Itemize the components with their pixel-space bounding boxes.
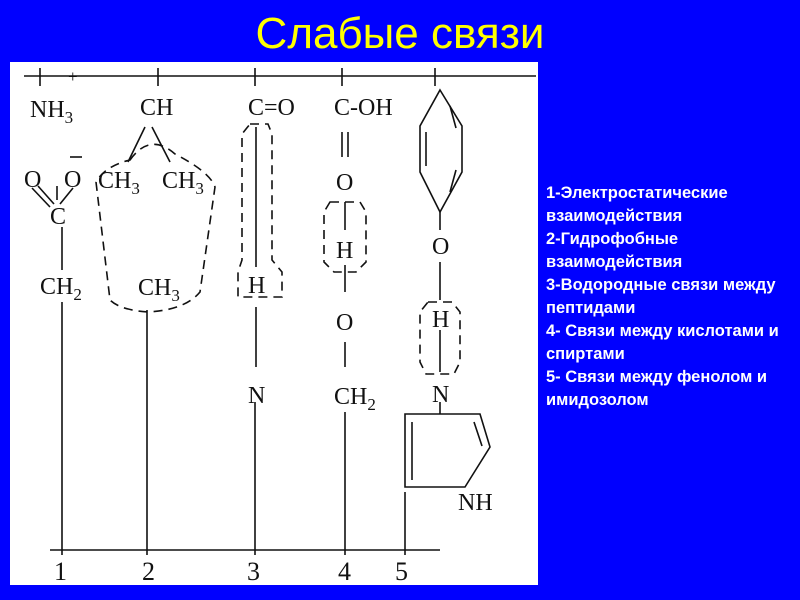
- col1-o-left: O: [24, 167, 41, 193]
- col5-ring-inner-a: [449, 105, 457, 129]
- col2-ch-right-bond: [151, 126, 171, 163]
- col1-c-label: C: [50, 204, 66, 230]
- bond-diagram: + NH3 O O C CH2 CH CH3 CH3 CH3 C=O H N: [10, 62, 538, 585]
- legend-item-4: 4- Связи между кислотами и спиртами: [546, 322, 779, 363]
- col3-hbond-outline: [237, 123, 283, 298]
- col5-imidazole-inner-b: [473, 421, 483, 447]
- column-number-1: 1: [54, 557, 67, 585]
- legend-item-2: 2-Гидрофобные взаимодействия: [546, 230, 683, 271]
- col4-h-label: H: [336, 238, 353, 264]
- col2-ch-label: CH: [140, 95, 173, 121]
- col1-bonds: [31, 156, 82, 270]
- col1-o-right: O: [64, 167, 81, 193]
- legend-item-5: 5- Связи между фенолом и имидозолом: [546, 368, 768, 409]
- col4-o-bottom-label: O: [336, 310, 353, 336]
- col4-c-oh-label: C-OH: [334, 95, 393, 121]
- col1-plus-charge: +: [68, 67, 78, 86]
- col2-bonds: [127, 126, 171, 163]
- col5-bonds: [404, 88, 491, 488]
- col2-ch3-right: CH3: [162, 168, 204, 198]
- col1-double-bond-a: [31, 187, 51, 208]
- backbone-lines: [24, 68, 536, 555]
- col4-hbond-outline: [323, 201, 367, 273]
- slide-title: Слабые связи: [255, 9, 545, 58]
- col4-bonds: [341, 132, 349, 367]
- col4-ch2-label: CH2: [334, 384, 376, 414]
- bond-diagram-svg: + NH3 O O C CH2 CH CH3 CH3 CH3 C=O H N: [24, 67, 536, 585]
- col5-o-label: O: [432, 234, 449, 260]
- legend-item-1: 1-Электростатические взаимодействия: [546, 184, 728, 225]
- column-number-3: 3: [247, 557, 260, 585]
- legend: 1-Электростатические взаимодействия 2-Ги…: [546, 182, 798, 412]
- col5-h-label: H: [432, 307, 449, 333]
- col3-n-label: N: [248, 383, 265, 409]
- col2-ch3-bottom: CH3: [138, 275, 180, 305]
- col5-nh-label: NH: [458, 490, 493, 516]
- col3-c-eq-o-label: C=O: [248, 95, 295, 121]
- col5-n-label: N: [432, 382, 449, 408]
- column-number-2: 2: [142, 557, 155, 585]
- col2-ch3-left: CH3: [98, 168, 140, 198]
- col3-h-label: H: [248, 273, 265, 299]
- column-number-4: 4: [338, 557, 351, 585]
- col1-double-bond-b: [37, 185, 55, 205]
- col1-nh3-label: NH3: [30, 97, 73, 127]
- col2-ch-left-bond: [127, 126, 146, 163]
- col5-ring-inner-b: [449, 169, 457, 193]
- col4-o-top-label: O: [336, 170, 353, 196]
- column-number-5: 5: [395, 557, 408, 585]
- legend-item-3: 3-Водородные связи между пептидами: [546, 276, 776, 317]
- col2-hydrophobic-region-outline: [95, 143, 216, 313]
- col1-single-bond: [59, 187, 74, 205]
- col5-imidazole-ring: [404, 413, 491, 488]
- col1-ch2-label: CH2: [40, 274, 82, 304]
